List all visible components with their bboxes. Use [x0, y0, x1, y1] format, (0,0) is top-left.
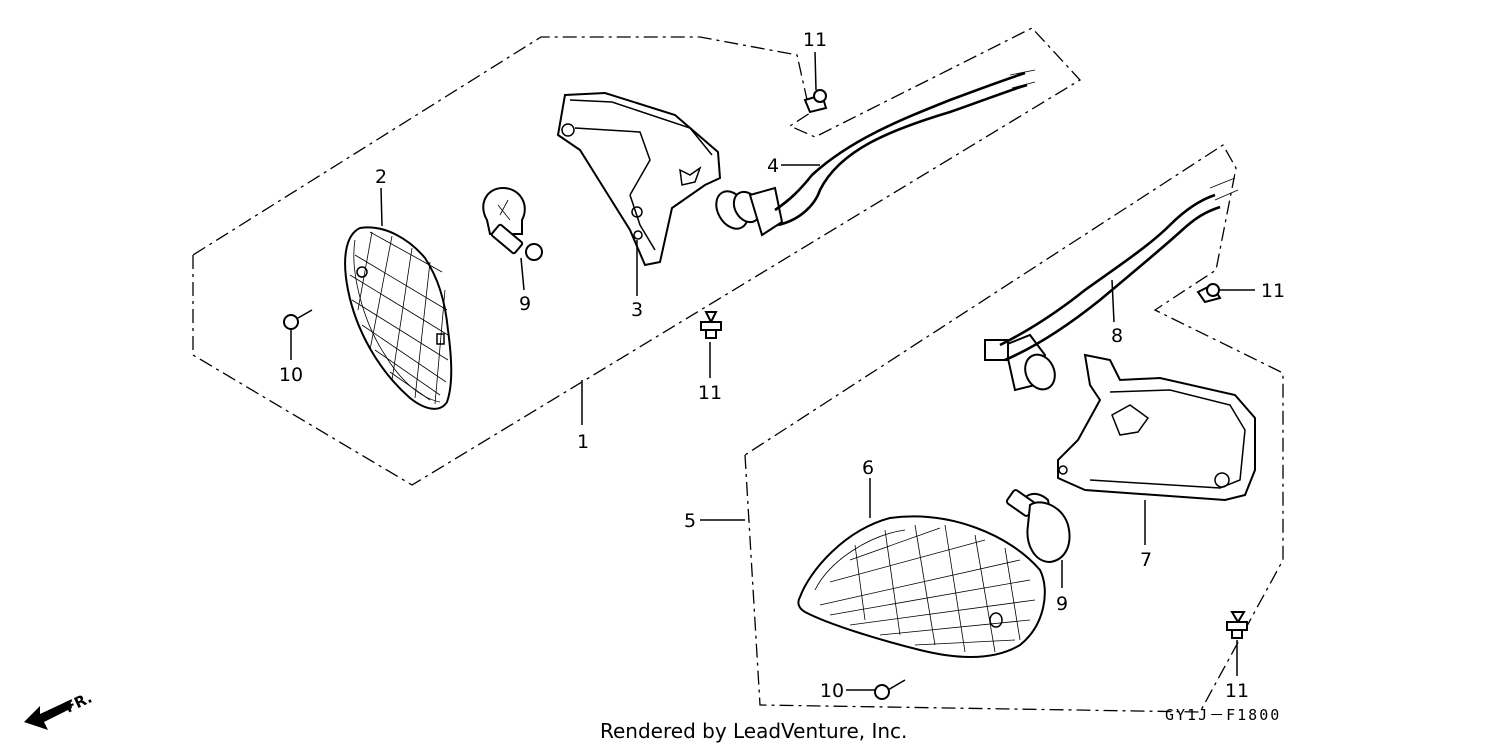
- render-credit: Rendered by LeadVenture, Inc.: [600, 719, 907, 743]
- housing-upper-part: [556, 91, 722, 267]
- callout-11-bottom: 11: [1225, 680, 1249, 702]
- lens-lower-part: [797, 515, 1046, 658]
- callout-8: 8: [1111, 325, 1123, 347]
- socket-harness-upper-part: [715, 69, 1036, 237]
- socket-harness-lower-part: [984, 177, 1239, 392]
- callout-4: 4: [767, 155, 779, 177]
- callout-2: 2: [375, 166, 387, 188]
- screw-10-upper-part: [283, 309, 313, 330]
- screw-10-lower-part: [874, 679, 906, 700]
- callout-3: 3: [631, 299, 643, 321]
- lens-left-part: [344, 226, 453, 410]
- callout-9-lower: 9: [1056, 593, 1068, 615]
- callout-7: 7: [1140, 549, 1152, 571]
- callout-6: 6: [862, 457, 874, 479]
- callout-5: 5: [684, 510, 696, 532]
- screw-11-right-part: [1196, 283, 1222, 304]
- callout-10-lower: 10: [820, 680, 844, 702]
- callout-11-top: 11: [803, 29, 827, 51]
- group-5-boundary: [744, 144, 1284, 713]
- housing-lower-part: [1057, 353, 1256, 502]
- arrow-icon: [24, 700, 72, 730]
- front-marker-label: FR.: [62, 689, 95, 717]
- screw-11-middle-part: [700, 311, 722, 339]
- diagram-code: GY1J－F1800: [1165, 706, 1281, 724]
- bulb-upper-part: [482, 186, 543, 261]
- leader-lines: [290, 51, 1255, 691]
- callout-9-upper: 9: [519, 293, 531, 315]
- callout-10-upper: 10: [279, 364, 303, 386]
- callout-1: 1: [577, 431, 589, 453]
- callout-11-right: 11: [1261, 280, 1285, 302]
- callout-11-middle: 11: [698, 382, 722, 404]
- screw-11-top-part: [803, 89, 828, 114]
- bulb-lower-part: [1005, 489, 1071, 564]
- screw-11-bottom-part: [1226, 611, 1248, 639]
- front-direction-marker: FR.: [24, 689, 95, 730]
- group-1-boundary: [192, 27, 1082, 486]
